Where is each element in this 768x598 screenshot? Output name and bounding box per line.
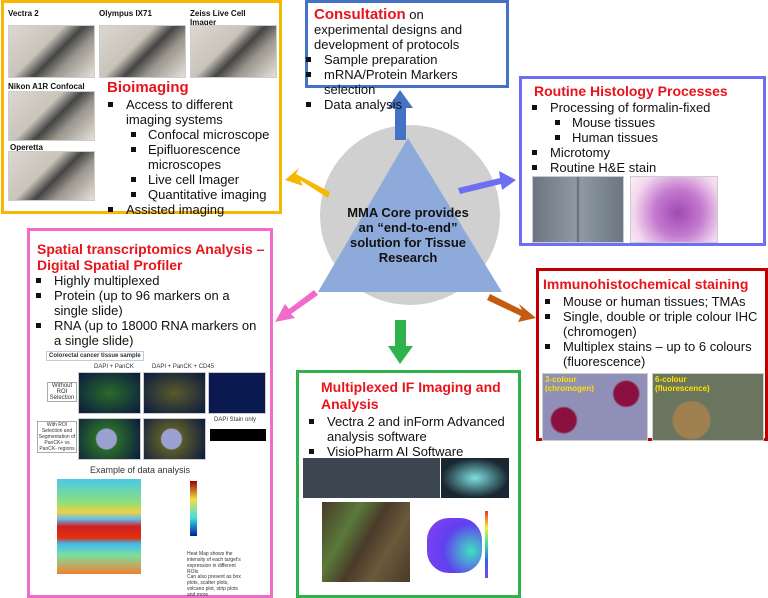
he-stain-image — [630, 176, 718, 243]
bullet: Vectra 2 and inForm Advanced analysis so… — [303, 414, 518, 444]
photo-caption: Olympus IX71 — [99, 9, 152, 18]
bioimaging-title: Bioimaging — [107, 79, 189, 96]
bullet: Mouse or human tissues; TMAs — [539, 294, 767, 309]
bullet: Routine H&E stain — [526, 160, 761, 175]
photo-caption: Nikon A1R Confocal — [8, 82, 85, 91]
col-label: DAPI + PanCK — [94, 364, 134, 370]
ihc-title: Immunohistochemical staining — [543, 276, 749, 292]
bullet: Assisted imaging — [102, 202, 280, 217]
image-label: 6-colour (fluorescence) — [655, 375, 710, 393]
center-text: MMA Core provides an “end-to-end” soluti… — [347, 205, 469, 265]
center-triangle — [318, 138, 502, 292]
ihc-panel: Immunohistochemical staining Mouse or hu… — [536, 268, 768, 441]
legend-strip — [210, 429, 266, 441]
photo-caption: Operetta — [10, 143, 43, 152]
fluor-image — [143, 372, 206, 414]
photo-caption: Zeiss Live Cell Imager — [190, 9, 246, 27]
bullet: Microtomy — [526, 145, 761, 160]
photo-nikon — [8, 91, 95, 141]
spatial-title: Spatial transcriptomics Analysis – Digit… — [37, 241, 265, 273]
fluor-image — [208, 372, 266, 414]
network-image — [441, 458, 509, 498]
ihc-chromogen-image — [542, 373, 648, 441]
heatmap-note: Heat Map shows the intensity of each tar… — [187, 551, 241, 575]
multiplex-panel: Multiplexed IF Imaging and Analysis Vect… — [296, 370, 521, 598]
photo-olympus — [99, 25, 186, 78]
col-label: DAPI + PanCK + CD45 — [152, 364, 215, 370]
consultation-subtitle: on experimental designs and development … — [314, 7, 463, 52]
bullet: Human tissues — [526, 130, 761, 145]
bullet: Confocal microscope — [102, 127, 280, 142]
photo-operetta — [8, 151, 95, 201]
bullet: mRNA/Protein Markers selection — [300, 67, 500, 97]
bullet: RNA (up to 18000 RNA markers on a single… — [30, 318, 265, 348]
arrow-orange — [285, 168, 330, 198]
ai-slide-image — [303, 458, 440, 498]
bullet: Live cell Imager — [102, 172, 280, 187]
spatial-panel: Spatial transcriptomics Analysis – Digit… — [27, 228, 273, 598]
consultation-panel: Consultation on experimental designs and… — [305, 0, 509, 112]
umap-plot — [427, 518, 482, 573]
dapi-label: DAPI Stain only — [214, 417, 257, 423]
bullet: Processing of formalin-fixed — [526, 100, 761, 115]
ihc-fluorescence-image — [652, 373, 764, 441]
bullet: Protein (up to 96 markers on a single sl… — [30, 288, 265, 318]
fluor-image — [143, 418, 206, 460]
photo-caption: Vectra 2 — [8, 9, 39, 18]
arrow-up-blue — [388, 90, 413, 140]
bullet: Single, double or triple colour IHC (chr… — [539, 309, 767, 339]
umap-colorbar — [485, 511, 488, 578]
heatmap-colorbar — [190, 481, 197, 536]
bullet: Data analysis — [300, 97, 500, 112]
bullet: Highly multiplexed — [30, 273, 265, 288]
segmentation-image — [322, 502, 410, 582]
histology-title: Routine Histology Processes — [534, 83, 728, 99]
arrow-pink — [275, 290, 318, 322]
fluor-image — [78, 418, 141, 460]
arrow-green-down — [388, 320, 413, 364]
bullet: Quantitative imaging — [102, 187, 280, 202]
image-label: 3-colour (chromogen) — [545, 375, 594, 393]
analysis-title: Example of data analysis — [90, 465, 191, 475]
heatmap-note: Can also present as box plots, scatter p… — [187, 574, 241, 598]
histology-panel: Routine Histology Processes Processing o… — [519, 76, 766, 246]
sample-label: Colorectal cancer tissue sample — [46, 351, 144, 361]
consultation-title: Consultation — [314, 6, 406, 23]
fluor-image — [78, 372, 141, 414]
bullet: Multiplex stains – up to 6 colours (fluo… — [539, 339, 767, 369]
arrow-purple — [458, 171, 516, 194]
bullet: Epifluorescence microscopes — [102, 142, 280, 172]
bullet: VisioPharm AI Software — [303, 444, 518, 459]
multiplex-title: Multiplexed IF Imaging and Analysis — [321, 379, 501, 412]
heatmap — [57, 479, 141, 574]
bullet: Access to different imaging systems — [102, 97, 280, 127]
photo-zeiss — [190, 25, 277, 78]
bioimaging-panel: Vectra 2 Olympus IX71 Zeiss Live Cell Im… — [1, 0, 282, 217]
bullet: Sample preparation — [300, 52, 500, 67]
arrow-brown — [487, 294, 536, 322]
cassette-image — [532, 176, 624, 243]
row-label: With ROI Selection and Segmentation of P… — [37, 421, 77, 453]
row-label: Without ROI Selection — [47, 382, 77, 402]
bullet: Mouse tissues — [526, 115, 761, 130]
photo-vectra — [8, 25, 95, 78]
